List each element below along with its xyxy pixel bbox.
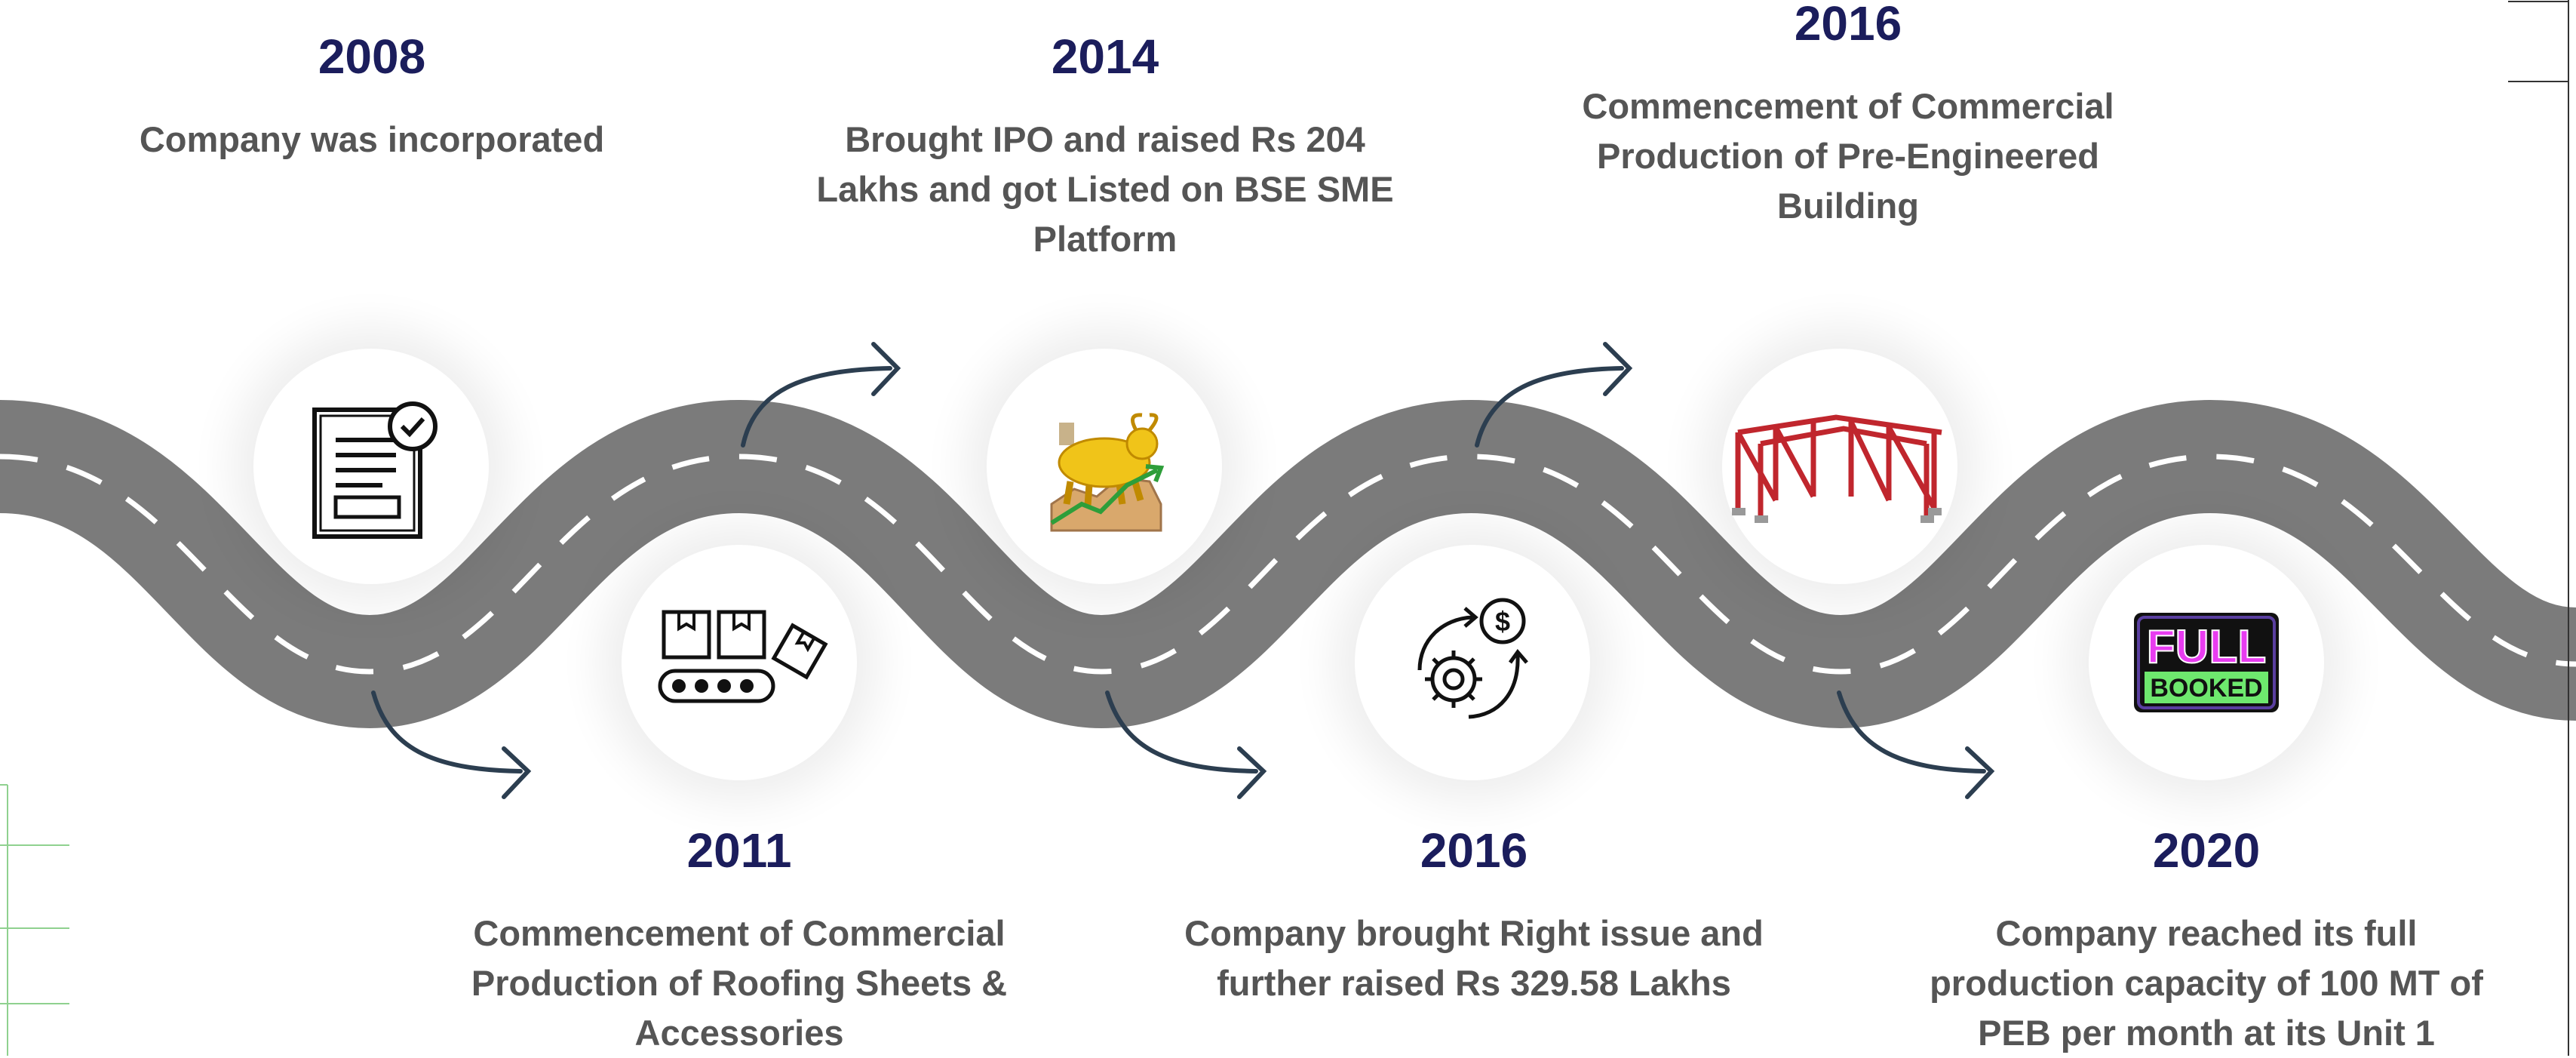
milestone-2014-badge	[987, 349, 1222, 584]
milestone-2016-peb-text: Commencement of Commercial Production of…	[1582, 86, 2114, 226]
milestone-2014-text: Brought IPO and raised Rs 204 Lakhs and …	[816, 119, 1394, 259]
milestone-2011-year: 2011	[686, 823, 792, 878]
milestone-2020-badge: FULL BOOKED	[2089, 545, 2324, 780]
gear-dollar-cycle-icon: $	[1417, 598, 1528, 719]
arrow-down-1	[371, 690, 532, 799]
milestone-2008-badge	[253, 349, 489, 584]
milestone-2020-year: 2020	[2152, 823, 2261, 878]
milestone-2016-right-issue-year: 2016	[1420, 823, 1528, 878]
full-label: FULL	[2147, 621, 2266, 673]
milestone-2011-text: Commencement of Commercial Production of…	[471, 913, 1008, 1053]
milestone-2016-right-issue-text: Company brought Right issue and further …	[1184, 913, 1764, 1003]
milestone-2016-peb-badge	[1722, 349, 1957, 584]
milestone-2016-peb-year: 2016	[1794, 0, 1902, 51]
corner-lines-bottom-left	[0, 784, 69, 1056]
milestone-2011-badge	[622, 545, 857, 780]
document-check-icon	[312, 401, 438, 539]
svg-text:$: $	[1495, 606, 1510, 637]
arrow-down-3	[1837, 690, 1995, 799]
corner-lines-top-right	[2508, 0, 2569, 1056]
milestone-2008-text: Company was incorporated	[139, 119, 605, 159]
arrow-down-2	[1105, 690, 1267, 799]
booked-label: BOOKED	[2150, 674, 2262, 703]
golden-bull-icon	[1050, 413, 1165, 532]
full-booked-icon: FULL BOOKED	[2134, 613, 2279, 712]
milestone-2008-year: 2008	[318, 29, 426, 84]
milestone-2016-right-issue-badge: $	[1355, 545, 1590, 780]
arrow-up-1	[741, 342, 901, 447]
milestone-2020-text: Company reached its full production capa…	[1930, 913, 2483, 1053]
conveyor-boxes-icon	[658, 610, 828, 703]
milestone-2014-year: 2014	[1051, 29, 1159, 84]
arrow-up-2	[1475, 342, 1633, 447]
road-lane-markings	[0, 454, 2576, 675]
steel-frame-icon	[1732, 414, 1942, 523]
